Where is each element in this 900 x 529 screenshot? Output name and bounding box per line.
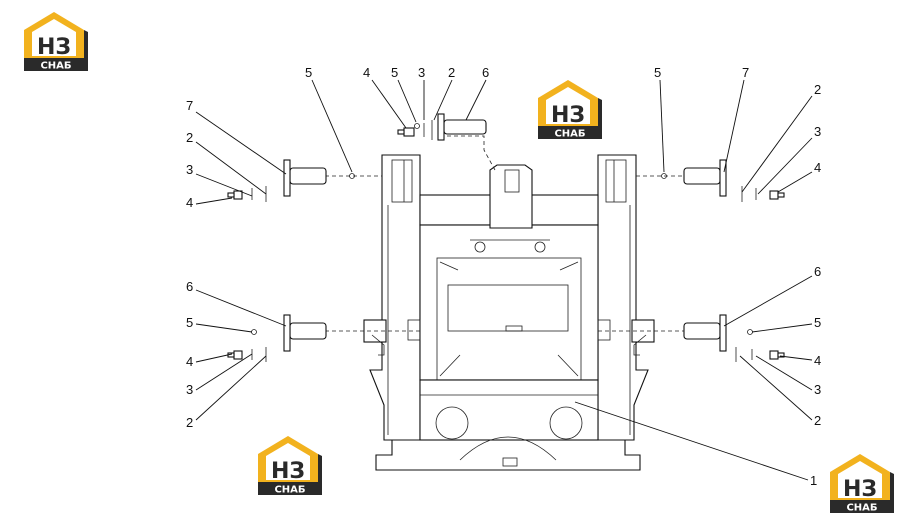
callout-4-left: 4 bbox=[186, 195, 193, 210]
callout-4-right: 4 bbox=[814, 160, 821, 175]
callout-2-lower-left: 2 bbox=[186, 415, 193, 430]
callout-2-lower-right: 2 bbox=[814, 413, 821, 428]
callout-3-right: 3 bbox=[814, 124, 821, 139]
callout-4-lower-left: 4 bbox=[186, 354, 193, 369]
svg-text:НЗ: НЗ bbox=[37, 35, 71, 60]
callout-6-top: 6 bbox=[482, 65, 489, 80]
pin-assembly-lower-left bbox=[227, 314, 327, 362]
callout-4-lower-right: 4 bbox=[814, 353, 821, 368]
callout-6-lower-left: 6 bbox=[186, 279, 193, 294]
callout-2-left: 2 bbox=[186, 130, 193, 145]
callout-6-lower-right: 6 bbox=[814, 264, 821, 279]
brand-logo-center: НЗ СНАБ bbox=[538, 80, 602, 140]
svg-text:НЗ: НЗ bbox=[843, 477, 877, 502]
brand-logo-bottom-right: НЗ СНАБ bbox=[830, 454, 894, 514]
callout-2-right: 2 bbox=[814, 82, 821, 97]
callout-5-lower-right: 5 bbox=[814, 315, 821, 330]
svg-text:СНАБ: СНАБ bbox=[274, 485, 305, 496]
svg-text:НЗ: НЗ bbox=[551, 103, 585, 128]
pin-assembly-upper-left bbox=[227, 159, 355, 202]
leader-lines bbox=[195, 79, 813, 481]
callout-5-lower-left: 5 bbox=[186, 315, 193, 330]
callout-5-right: 5 bbox=[654, 65, 661, 80]
callout-7-left: 7 bbox=[186, 98, 193, 113]
callout-3-top: 3 bbox=[418, 65, 425, 80]
callout-7-right: 7 bbox=[742, 65, 749, 80]
pin-assembly-upper-right bbox=[661, 159, 785, 202]
svg-text:СНАБ: СНАБ bbox=[554, 129, 585, 140]
svg-text:СНАБ: СНАБ bbox=[846, 503, 877, 514]
callout-4-top: 4 bbox=[363, 65, 370, 80]
brand-logo-bottom-left: НЗ СНАБ bbox=[258, 436, 322, 496]
callout-1-frame: 1 bbox=[810, 473, 817, 488]
main-frame bbox=[363, 154, 655, 471]
pin-assembly-lower-right bbox=[683, 314, 785, 362]
pin-assembly-top bbox=[397, 113, 487, 141]
callout-labels: 5 4 5 3 2 6 7 2 3 4 5 7 2 3 4 6 5 4 3 2 … bbox=[186, 65, 821, 488]
callout-5-top: 5 bbox=[305, 65, 312, 80]
callout-3-left: 3 bbox=[186, 162, 193, 177]
callout-5b-top: 5 bbox=[391, 65, 398, 80]
svg-text:НЗ: НЗ bbox=[271, 459, 305, 484]
callout-3-lower-left: 3 bbox=[186, 382, 193, 397]
callout-3-lower-right: 3 bbox=[814, 382, 821, 397]
svg-text:СНАБ: СНАБ bbox=[40, 61, 71, 72]
callout-2-top: 2 bbox=[448, 65, 455, 80]
brand-logo-top-left: НЗ СНАБ bbox=[24, 12, 88, 72]
